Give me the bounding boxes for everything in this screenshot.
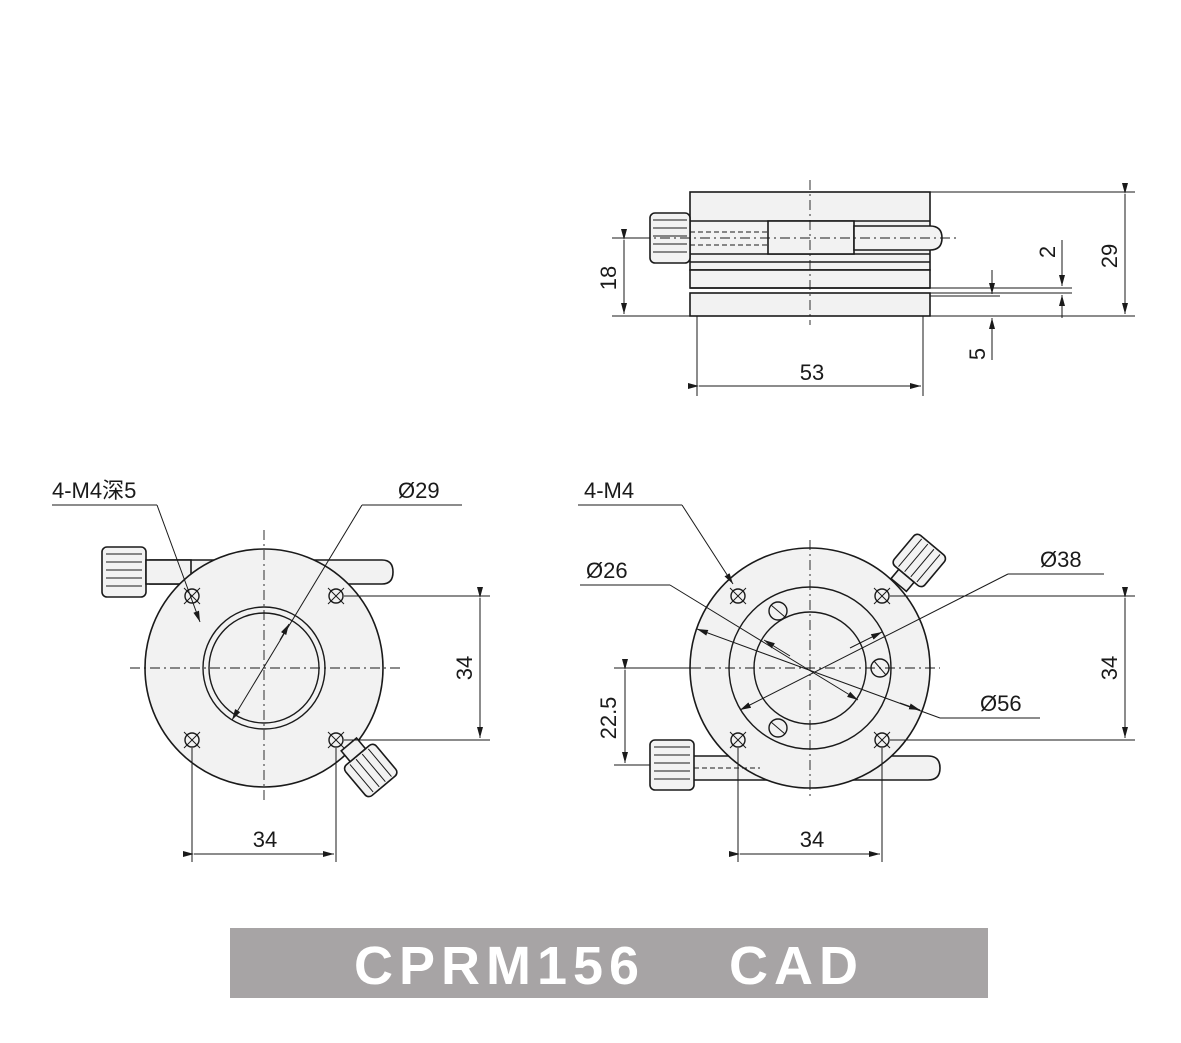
left-dim-34-horizontal: 34 bbox=[253, 827, 277, 852]
dim-side-5: 5 bbox=[965, 348, 990, 360]
left-dim-34-vertical: 34 bbox=[452, 656, 477, 680]
dim-side-18: 18 bbox=[596, 266, 621, 290]
dim-side-2: 2 bbox=[1035, 246, 1060, 258]
right-mount-holes bbox=[729, 587, 891, 749]
front-view-left: 4-M4深5 Ø29 34 34 bbox=[52, 478, 490, 862]
right-callout-outer-diameter: Ø56 bbox=[980, 691, 1022, 716]
left-callout-thread: 4-M4深5 bbox=[52, 478, 136, 503]
right-ring-screws bbox=[768, 601, 890, 738]
title-banner-background bbox=[230, 928, 988, 998]
right-knob-icon bbox=[649, 739, 695, 791]
front-view-right: 4-M4 Ø26 Ø38 Ø56 34 22.5 34 bbox=[578, 478, 1135, 862]
dim-side-53: 53 bbox=[800, 360, 824, 385]
right-callout-ring-diameter: Ø38 bbox=[1040, 547, 1082, 572]
left-mount-holes bbox=[183, 587, 345, 749]
right-callout-inner-diameter: Ø26 bbox=[586, 558, 628, 583]
right-dim-34-vertical: 34 bbox=[1097, 656, 1122, 680]
left-lock-knob-icon bbox=[340, 736, 398, 798]
title-banner: CPRM156 CAD bbox=[230, 928, 988, 998]
right-dim-22-5: 22.5 bbox=[596, 697, 621, 740]
right-callout-thread: 4-M4 bbox=[584, 478, 634, 503]
title-banner-text: CPRM156 CAD bbox=[354, 936, 864, 996]
side-view: 29 2 5 18 53 bbox=[596, 180, 1135, 396]
right-dim-34-horizontal: 34 bbox=[800, 827, 824, 852]
right-lock-knob-icon bbox=[889, 533, 947, 593]
left-callout-diameter: Ø29 bbox=[398, 478, 440, 503]
dim-side-29: 29 bbox=[1097, 244, 1122, 268]
